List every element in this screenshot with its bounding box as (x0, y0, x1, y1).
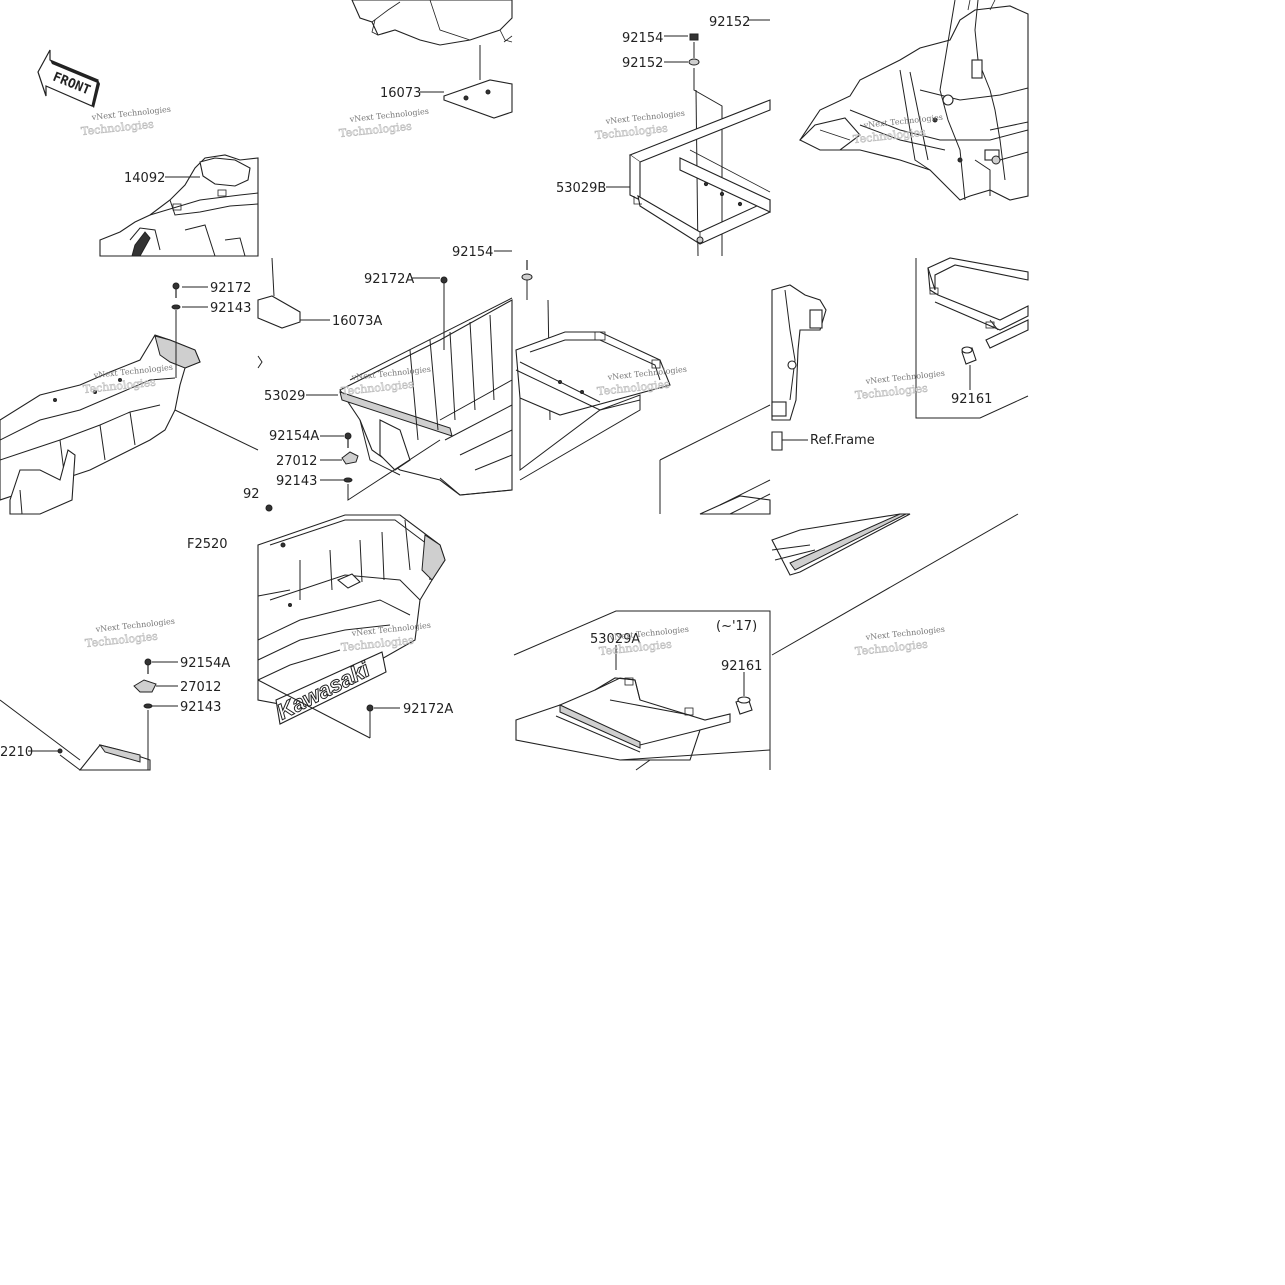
tile-top-right-rails (606, 19, 771, 257)
label-92154A-a: 92154A (269, 429, 319, 444)
label-27012-a: 27012 (276, 454, 317, 469)
label-16073: 16073 (380, 86, 421, 101)
label-92161-b: 92161 (721, 659, 762, 674)
label-16073A: 16073A (332, 314, 382, 329)
tile-bottom-left (0, 658, 178, 771)
label-92172A-b: 92172A (403, 702, 453, 717)
tile-bottom-right-frame (513, 610, 771, 771)
tile-top-middle (351, 0, 513, 119)
year-note: (~'17) (716, 619, 757, 634)
tile-far-right-rack (915, 257, 1029, 419)
label-92154A-b: 92154A (180, 656, 230, 671)
label-92152-b: 92152 (622, 56, 663, 71)
tile-left-deck (99, 154, 259, 257)
label-92154-top: 92154 (622, 31, 663, 46)
tile-center-right-rack (515, 299, 671, 481)
label-53029A: 53029A (590, 632, 640, 647)
tile-middle-left-tray (0, 282, 259, 515)
label-92143-a: 92143 (210, 301, 251, 316)
label-92172: 92172 (210, 281, 251, 296)
label-92154-mid: 92154 (452, 245, 493, 260)
tile-right-ref-frame (659, 284, 827, 515)
label-14092: 14092 (124, 171, 165, 186)
ref-frame-label: Ref.Frame (810, 433, 875, 448)
tile-frame-top-right (799, 0, 1029, 201)
label-92172A-mid: 92172A (364, 272, 414, 287)
label-92152-top: 92152 (709, 15, 750, 30)
tile-center-cargo-bed (257, 250, 533, 512)
label-92143-c: 92143 (180, 700, 221, 715)
front-arrow-icon: FRONT (37, 49, 100, 108)
label-92-cut: 92 (243, 487, 260, 502)
figure-code: F2520 (187, 537, 228, 552)
label-92161-a: 92161 (951, 392, 992, 407)
tile-bottom-far-right-rail (771, 513, 1019, 656)
part-labels: 92152 92154 92152 16073 14092 53029B 921… (0, 15, 992, 760)
label-27012-b: 27012 (180, 680, 221, 695)
label-2210-cut: 2210 (0, 745, 33, 760)
label-53029: 53029 (264, 389, 305, 404)
label-92143-b: 92143 (276, 474, 317, 489)
label-53029B: 53029B (556, 181, 606, 196)
